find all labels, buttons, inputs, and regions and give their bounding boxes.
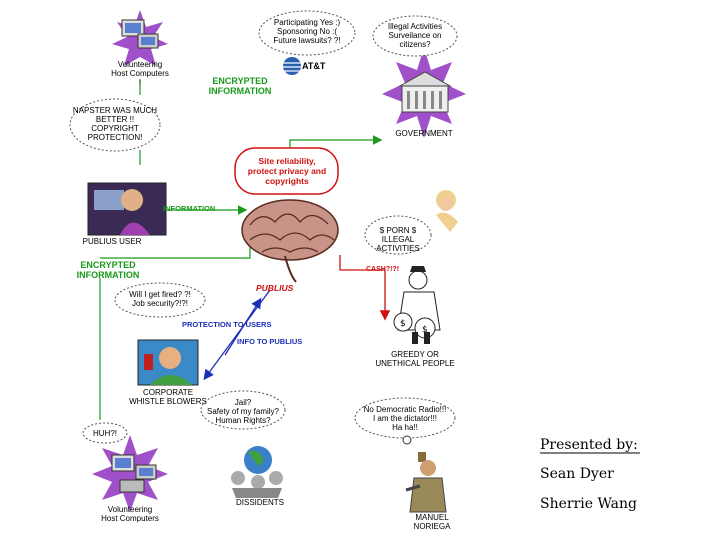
dissidents-globe-icon bbox=[231, 446, 283, 498]
publius-label: PUBLIUS bbox=[256, 283, 294, 293]
government-label: GOVERNMENT bbox=[395, 129, 453, 138]
site-goal-box bbox=[234, 147, 339, 195]
presenter-name-1: Sean Dyer bbox=[540, 466, 614, 482]
att-logo-text: AT&T bbox=[302, 61, 326, 71]
noriega-label: MANUEL NORIEGA bbox=[413, 513, 451, 531]
brain-icon bbox=[241, 199, 339, 283]
jail-bubble-text: Jail? Safety of my family? Human Rights? bbox=[206, 398, 280, 425]
arrow-protection bbox=[203, 289, 271, 381]
bubble-job bbox=[114, 282, 206, 318]
cash-label: CASH?!?! bbox=[366, 266, 400, 273]
encrypted-info-left: ENCRYPTED INFORMATION bbox=[76, 260, 140, 280]
publius-user-image bbox=[87, 182, 167, 236]
computer-icon-bottom bbox=[111, 454, 157, 493]
site-goal-text: Site reliability, protect privacy and co… bbox=[247, 156, 327, 186]
publius-user-label: PUBLIUS USER bbox=[82, 237, 142, 246]
porn-bubble-text: $ PORN $ ILLEGAL ACTIVITIES bbox=[376, 226, 420, 253]
arrow-cash bbox=[339, 255, 391, 321]
bubble-napster bbox=[69, 98, 161, 152]
government-bubble-text: Illegal Activities Surveilance on citize… bbox=[387, 22, 443, 49]
bubble-government bbox=[372, 15, 458, 57]
presented-by-heading: Presented by: bbox=[540, 437, 638, 453]
whistle-blower-image bbox=[137, 339, 199, 386]
presenter-name-2: Sherrie Wang bbox=[540, 496, 637, 512]
star-burst-bottom-left bbox=[92, 435, 168, 512]
svg-text:$: $ bbox=[422, 325, 428, 335]
greedy-label: GREEDY OR UNETHICAL PEOPLE bbox=[375, 350, 455, 368]
greedy-man-icon: $ $ bbox=[393, 266, 441, 344]
government-building-icon bbox=[398, 71, 452, 113]
noriega-figure-icon bbox=[402, 435, 447, 513]
huh-bubble-text: HUH?! bbox=[92, 429, 117, 438]
volunteer-bottom-label: Volunteering Host Computers bbox=[101, 505, 159, 523]
att-globe-icon bbox=[283, 57, 301, 75]
woman-figure-icon bbox=[436, 190, 458, 232]
bubble-huh bbox=[82, 422, 128, 444]
information-label: INFORMATION bbox=[163, 204, 216, 213]
svg-text:$: $ bbox=[400, 319, 406, 329]
dissidents-label: DISSIDENTS bbox=[235, 498, 284, 507]
arrow-to-government bbox=[289, 135, 383, 145]
job-bubble-text: Will I get fired? ?! Job security?!?! bbox=[129, 290, 191, 308]
protection-label: PROTECTION TO USERS bbox=[182, 320, 272, 329]
noriega-bubble-text: No Democratic Radio!!! I am the dictator… bbox=[363, 405, 447, 432]
info-to-publius-label: INFO TO PUBLIUS bbox=[237, 337, 303, 346]
encrypted-info-top: ENCRYPTED INFORMATION bbox=[208, 76, 272, 96]
att-bubble-text: Participating Yes :) Sponsoring No :( Fu… bbox=[273, 18, 341, 45]
bubble-att bbox=[258, 10, 356, 56]
bubble-jail bbox=[200, 390, 286, 430]
computer-icon-top bbox=[121, 19, 159, 49]
volunteer-top-label: Volunteering Host Computers ! bbox=[111, 60, 169, 87]
whistle-blowers-label: CORPORATE WHISTLE BLOWERS bbox=[129, 388, 207, 406]
napster-bubble-text: NAPSTER WAS MUCH BETTER !! COPYRIGHT PRO… bbox=[72, 106, 158, 142]
arrow-info-to-publius bbox=[224, 297, 262, 356]
bubble-porn bbox=[364, 215, 432, 255]
